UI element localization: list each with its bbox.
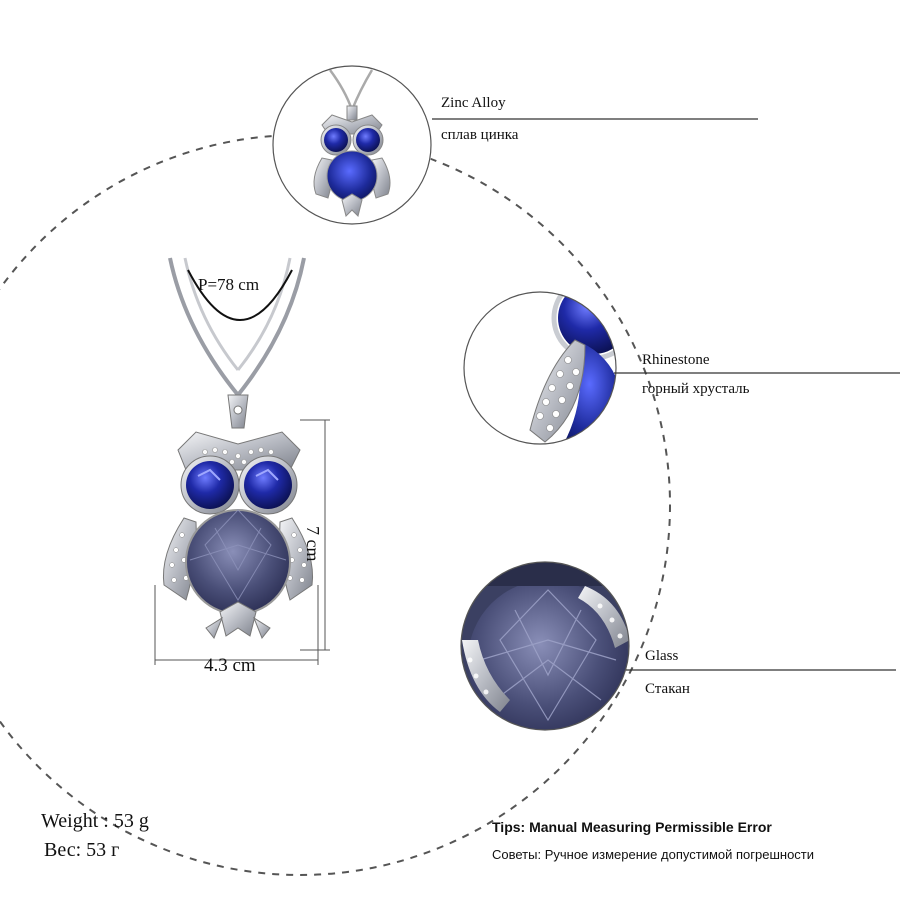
callout-glass-title: Glass (645, 648, 679, 664)
dashed-ring (0, 134, 671, 876)
tips-en: Tips: Manual Measuring Permissible Error (492, 819, 772, 835)
glass-detail-image (461, 562, 629, 730)
weight-label-en: Weight : 53 g (41, 810, 149, 832)
main-pendant-image (162, 257, 314, 639)
callout-glass-subtitle: Стакан (645, 681, 690, 697)
dimension-lines (154, 419, 330, 665)
callout-rhinestone-subtitle: горный хрусталь (642, 381, 750, 397)
width-label: 4.3 cm (204, 655, 256, 676)
callout-rhinestone-title: Rhinestone (642, 352, 710, 368)
callout-lines (432, 118, 900, 671)
weight-label-ru: Вес: 53 г (44, 839, 120, 861)
chain-length-label: P=78 cm (198, 275, 260, 294)
callout-zinc-alloy-subtitle: сплав цинка (441, 127, 519, 143)
tips-ru: Советы: Ручное измерение допустимой погр… (492, 847, 815, 862)
zinc-alloy-detail-image (273, 66, 431, 224)
callout-zinc-alloy-title: Zinc Alloy (441, 95, 506, 111)
rhinestone-detail-image (464, 292, 616, 444)
height-label: 7 cm (303, 526, 323, 562)
